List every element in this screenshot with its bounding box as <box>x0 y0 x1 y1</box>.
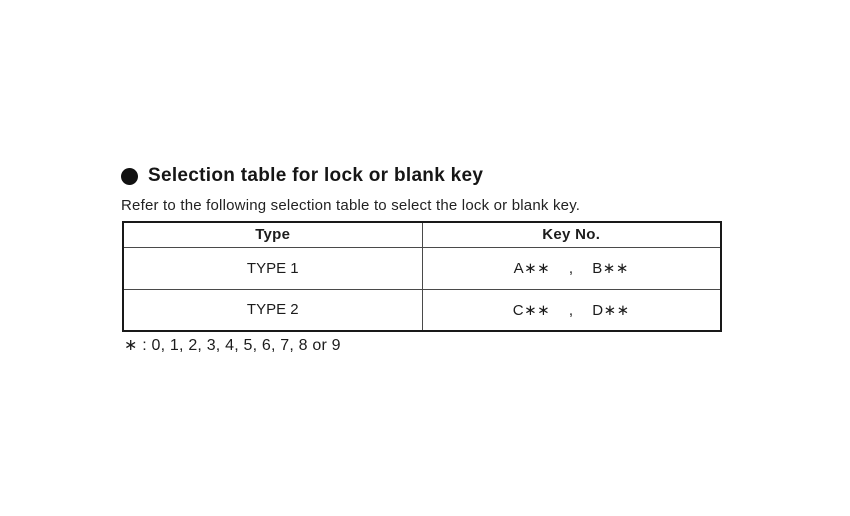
footnote: ∗ : 0, 1, 2, 3, 4, 5, 6, 7, 8 or 9 <box>124 337 341 354</box>
table-row: TYPE 1 A∗∗ , B∗∗ <box>122 246 722 290</box>
column-header-type: Type <box>122 221 423 248</box>
section-heading: Selection table for lock or blank key <box>121 165 483 187</box>
selection-table: Type Key No. TYPE 1 A∗∗ , B∗∗ TYPE 2 C∗∗… <box>122 221 722 332</box>
type-cell: TYPE 2 <box>122 288 423 332</box>
key-no-cell: C∗∗ , D∗∗ <box>421 288 722 332</box>
intro-text: Refer to the following selection table t… <box>121 197 581 214</box>
type-cell: TYPE 1 <box>122 246 423 290</box>
table-row: TYPE 2 C∗∗ , D∗∗ <box>122 288 722 332</box>
table-header-row: Type Key No. <box>122 221 722 248</box>
section-title: Selection table for lock or blank key <box>148 165 484 186</box>
key-no-cell: A∗∗ , B∗∗ <box>421 246 722 290</box>
bullet-icon <box>121 167 138 185</box>
column-header-key-no: Key No. <box>421 221 722 248</box>
